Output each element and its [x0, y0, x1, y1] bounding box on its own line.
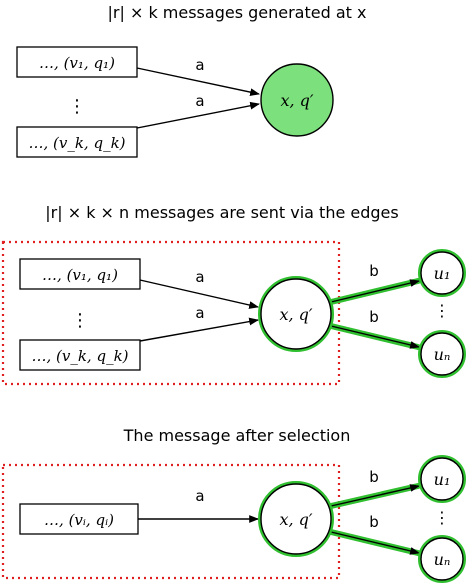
panel2-edge-label-a-top: a [195, 268, 204, 286]
panel2-vertical-dots-left: ⋮ [71, 310, 89, 331]
panel2-node-u1-label: u₁ [434, 264, 451, 283]
panel1-msg-box-bottom [16, 126, 138, 158]
panel1-node-label: x, q′ [280, 91, 313, 110]
panel2-selection-border [1, 240, 341, 386]
panel2-edge-label-a-bottom: a [195, 304, 204, 322]
panel2-edge-label-b-top: b [369, 262, 379, 280]
panel3-node-u1 [420, 457, 464, 501]
panel1-msg-box-top [16, 46, 138, 78]
panel2-edge-a-top [139, 279, 259, 309]
panel1-edge-a-bottom [136, 101, 260, 129]
panel3-edge-label-b-top: b [369, 468, 379, 486]
panel3-edge-b-top [330, 484, 420, 507]
panel1-edge-label-a-top: a [195, 56, 204, 74]
panel2-node-x [260, 278, 332, 350]
panel3-node-x [260, 483, 332, 555]
panel2-edge-a-bottom [139, 317, 259, 342]
panel2-msg-box-top [19, 258, 141, 290]
panel2-vertical-dots-right: ⋮ [434, 301, 450, 320]
panel3-selection-border [1, 463, 341, 580]
panel2-node-un-label: uₙ [434, 345, 451, 364]
panel1-title: |r| × k messages generated at x [108, 3, 367, 22]
panel3-node-label: x, q′ [279, 510, 312, 529]
panel2-node-u1 [420, 251, 464, 295]
panel2-msg-bottom-text: …, (v_k, q_k) [31, 347, 128, 365]
panel3-edge-label-a: a [195, 487, 204, 505]
panel1-edge-a-top [136, 67, 260, 96]
panel1-node-x [260, 63, 334, 137]
panel3-msg-text: …, (vᵢ, qᵢ) [44, 511, 114, 529]
panel3-title: The message after selection [123, 426, 351, 445]
panel2-edge-b-top [330, 279, 420, 303]
panel2-node-label: x, q′ [279, 305, 312, 324]
panel3-node-un-label: uₙ [434, 550, 451, 569]
panel2-edge-b-bottom [330, 325, 420, 349]
panel2-edge-label-b-bottom: b [369, 308, 379, 326]
panel2-msg-top-text: …, (v₁, q₁) [42, 266, 118, 284]
panel2-title: |r| × k × n messages are sent via the ed… [45, 203, 398, 222]
panel3-edge-label-b-bottom: b [369, 513, 379, 531]
panel3-edge-b-bottom [330, 531, 420, 555]
panel1-msg-top-text: …, (v₁, q₁) [39, 54, 115, 72]
panel1-msg-bottom-text: …, (v_k, q_k) [28, 134, 125, 152]
panel3-node-u1-label: u₁ [434, 470, 451, 489]
panel2-msg-box-bottom [19, 339, 141, 371]
panel2-node-un [420, 332, 464, 376]
panel1-edge-label-a-bottom: a [195, 92, 204, 110]
panel3-node-un [420, 537, 464, 581]
panel3-vertical-dots-right: ⋮ [434, 508, 450, 527]
panel1-vertical-dots: ⋮ [68, 96, 86, 117]
